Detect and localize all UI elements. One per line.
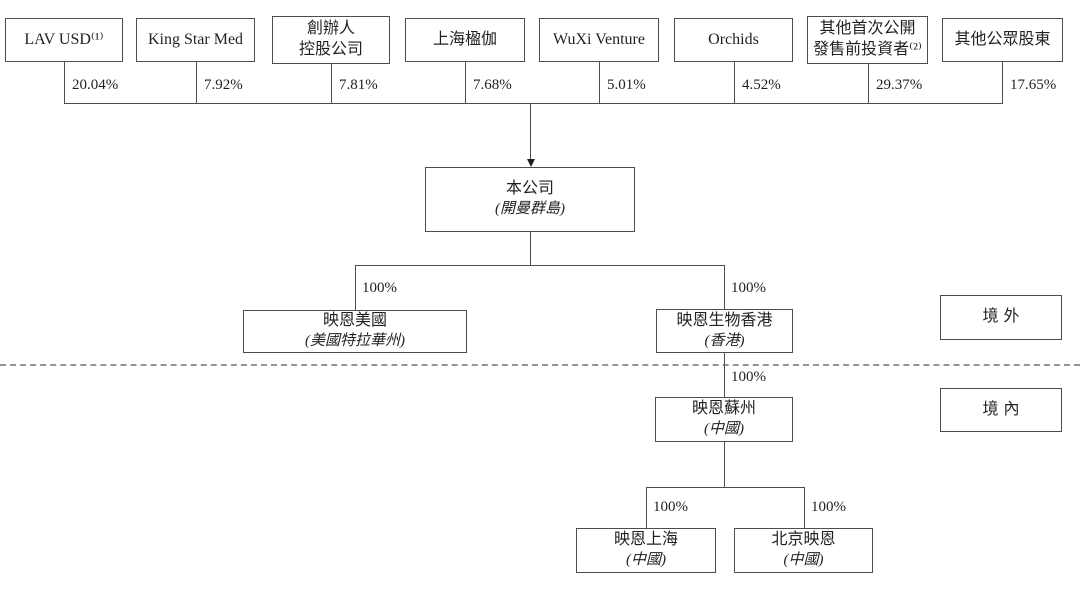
subsidiary-box-us: 映恩美國 (美國特拉華州): [243, 310, 467, 353]
shareholder-box-other-public-shareholders: 其他公眾股東: [942, 18, 1063, 62]
region-label-onshore: 境內: [940, 388, 1062, 432]
connector-line: [599, 62, 600, 104]
shareholder-name: King Star Med: [147, 30, 244, 48]
shareholder-box-founder-holdco: 創辦人 控股公司: [272, 16, 390, 64]
ownership-pct-label: 100%: [731, 280, 766, 296]
subsidiary-jurisdiction: (香港): [704, 332, 745, 349]
ownership-pct-label: 100%: [362, 280, 397, 296]
region-name: 境外: [982, 308, 1025, 326]
subsidiary-jurisdiction: (美國特拉華州): [305, 333, 405, 350]
shareholder-name: WuXi Venture: [553, 30, 645, 48]
subsidiary-name: 北京映恩: [771, 531, 836, 549]
shareholder-name: 創辦人: [306, 20, 355, 38]
subsidiary-jurisdiction: (中國): [626, 552, 666, 569]
connector-line: [1002, 62, 1003, 104]
ownership-pct-label: 17.65%: [1010, 77, 1057, 93]
shareholder-name: 其他首次公開: [819, 20, 916, 38]
shareholder-box-king-star-med: King Star Med: [136, 18, 255, 62]
ownership-pct-label: 7.92%: [204, 77, 243, 93]
shareholder-box-shanghai-yingjia: 上海楹伽: [405, 18, 525, 62]
connector-line: [868, 64, 869, 104]
shareholder-name: 發售前投資者⁽²⁾: [813, 41, 922, 58]
ownership-pct-label: 5.01%: [607, 77, 646, 93]
subsidiary-jurisdiction: (中國): [783, 552, 824, 569]
shareholder-box-lav-usd: LAV USD⁽¹⁾: [5, 18, 123, 62]
connector-line: [355, 265, 724, 266]
ownership-pct-label: 100%: [731, 369, 766, 385]
shareholder-name: 控股公司: [298, 41, 363, 58]
shareholder-box-wuxi-venture: WuXi Venture: [539, 18, 659, 62]
ownership-pct-label: 4.52%: [742, 77, 781, 93]
ownership-pct-label: 7.68%: [473, 77, 512, 93]
connector-line: [724, 265, 725, 309]
subsidiary-name: 映恩上海: [613, 531, 678, 549]
ownership-pct-label: 100%: [653, 499, 688, 515]
subsidiary-name: 映恩生物香港: [676, 311, 773, 329]
connector-line: [64, 62, 65, 104]
company-box: 本公司 (開曼群島): [425, 167, 635, 232]
ownership-pct-label: 7.81%: [339, 77, 378, 93]
subsidiary-jurisdiction: (中國): [704, 421, 744, 438]
shareholder-name: 上海楹伽: [432, 30, 497, 48]
shareholder-name: Orchids: [708, 30, 759, 48]
shareholder-box-other-pre-ipo-investors: 其他首次公開 發售前投資者⁽²⁾: [807, 16, 928, 64]
offshore-onshore-divider: [0, 364, 1080, 366]
arrow-down-icon: [527, 159, 535, 167]
connector-line: [465, 62, 466, 104]
connector-line: [724, 353, 725, 397]
connector-line: [331, 64, 332, 104]
connector-line: [530, 103, 531, 160]
connector-line: [355, 265, 356, 310]
shareholder-box-orchids: Orchids: [674, 18, 793, 62]
region-label-offshore: 境外: [940, 295, 1062, 340]
connector-line: [804, 487, 805, 528]
region-name: 境內: [982, 400, 1025, 418]
connector-line: [196, 62, 197, 104]
connector-bus-line: [64, 103, 1003, 104]
subsidiary-name: 映恩美國: [322, 312, 387, 330]
connector-line: [724, 442, 725, 487]
connector-line: [734, 62, 735, 104]
subsidiary-box-shanghai: 映恩上海 (中國): [576, 528, 716, 573]
subsidiary-box-hk: 映恩生物香港 (香港): [656, 309, 793, 353]
subsidiary-box-suzhou: 映恩蘇州 (中國): [655, 397, 793, 442]
connector-line: [530, 232, 531, 265]
connector-line: [646, 487, 804, 488]
subsidiary-name: 映恩蘇州: [691, 400, 756, 418]
connector-line: [646, 487, 647, 528]
ownership-pct-label: 29.37%: [876, 77, 923, 93]
company-jurisdiction: (開曼群島): [495, 201, 565, 218]
shareholder-name: LAV USD⁽¹⁾: [24, 30, 104, 48]
subsidiary-box-beijing: 北京映恩 (中國): [734, 528, 873, 573]
ownership-pct-label: 20.04%: [72, 77, 119, 93]
shareholder-name: 其他公眾股東: [954, 30, 1051, 48]
ownership-pct-label: 100%: [811, 499, 846, 515]
company-name: 本公司: [505, 180, 554, 198]
